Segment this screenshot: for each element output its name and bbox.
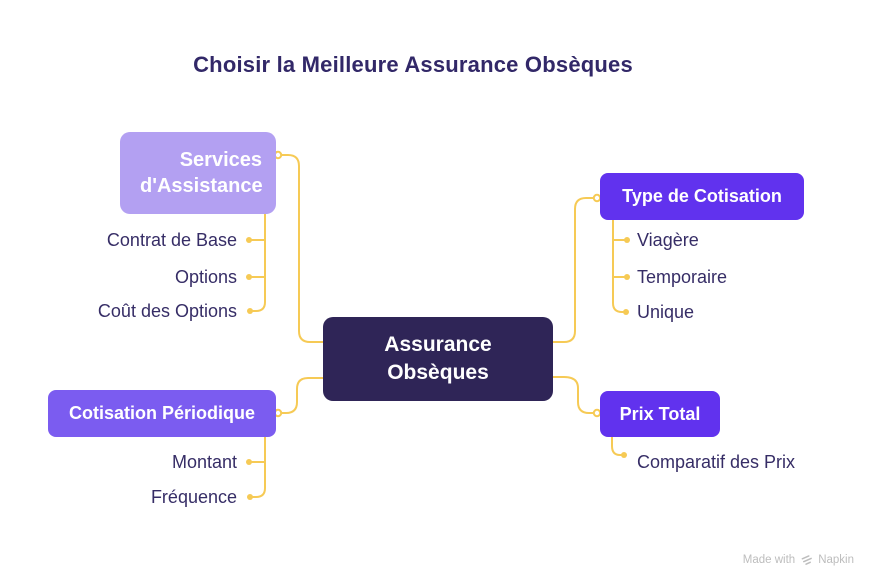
leaf-cout-des-options[interactable]: Coût des Options: [97, 301, 237, 321]
watermark-brand: Napkin: [818, 553, 854, 566]
node-assurance-obseques[interactable]: Assurance Obsèques: [323, 317, 553, 401]
leaf-options[interactable]: Options: [174, 267, 237, 287]
leaf-unique[interactable]: Unique: [637, 302, 695, 322]
leaf-contrat-de-base[interactable]: Contrat de Base: [106, 230, 237, 250]
node-cotisation-periodique[interactable]: Cotisation Périodique: [48, 390, 276, 437]
node-label: Assurance Obsèques: [384, 333, 492, 384]
watermark: Made with Napkin: [743, 553, 854, 566]
node-label: Prix Total: [619, 403, 701, 424]
leaf-montant[interactable]: Montant: [171, 452, 237, 472]
node-label: Type de Cotisation: [622, 186, 782, 206]
leaf-frequence[interactable]: Fréquence: [150, 487, 237, 507]
node-label: Services d'Assistance: [140, 149, 263, 197]
node-type-de-cotisation[interactable]: Type de Cotisation: [600, 173, 804, 220]
node-prix-total[interactable]: Prix Total: [600, 391, 720, 437]
leaf-viagere[interactable]: Viagère: [637, 230, 699, 250]
leaf-comparatif-des-prix[interactable]: Comparatif des Prix: [637, 452, 796, 472]
node-services-assistance[interactable]: Services d'Assistance: [120, 132, 276, 214]
watermark-made-with: Made with: [742, 553, 796, 566]
page-title: Choisir la Meilleure Assurance Obsèques: [193, 52, 633, 77]
leaf-temporaire[interactable]: Temporaire: [637, 267, 728, 287]
napkin-logo-icon: [801, 555, 813, 565]
node-label: Cotisation Périodique: [68, 403, 255, 423]
